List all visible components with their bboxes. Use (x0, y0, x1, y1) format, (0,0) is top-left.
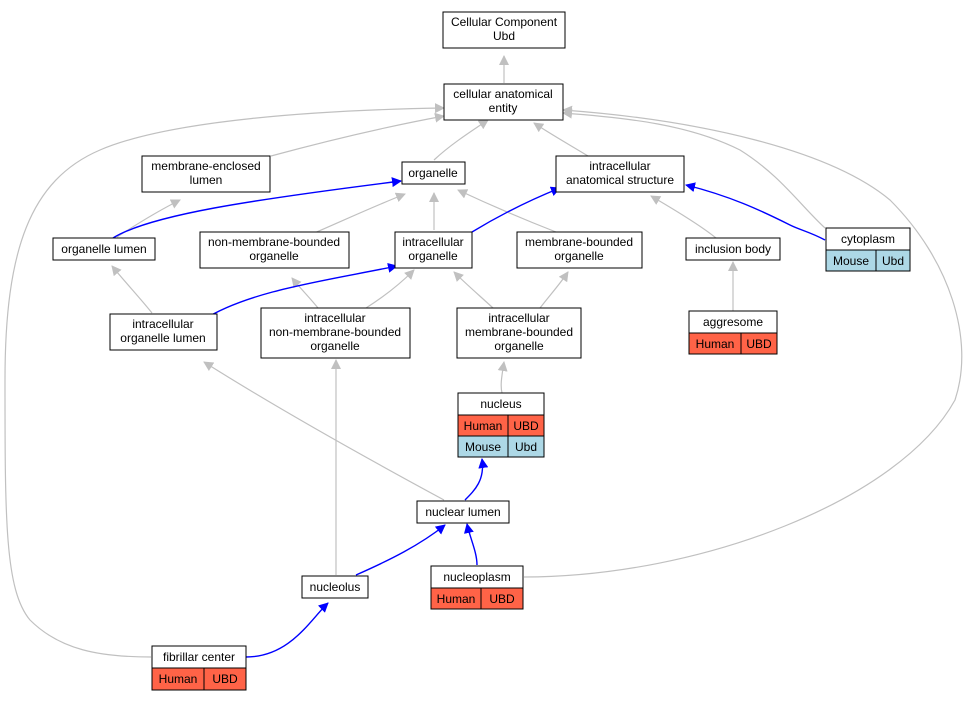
node-aggresome[interactable]: aggresome Human UBD (688, 310, 778, 355)
node-organelle-lumen[interactable]: organelle lumen (52, 237, 156, 261)
badge-gene: Ubd (882, 254, 904, 268)
node-nuclear-lumen[interactable]: nuclear lumen (416, 500, 510, 524)
edge-organelle-to-cae (433, 119, 489, 161)
node-label-line: organelle (310, 339, 360, 353)
node-nucleolus[interactable]: nucleolus (301, 575, 369, 599)
badge-species: Human (437, 592, 476, 606)
node-label-line: inclusion body (695, 242, 771, 256)
edges-default (4, 55, 963, 658)
badge-gene: UBD (489, 592, 515, 606)
node-label-line: membrane-bounded (465, 325, 573, 339)
node-cellular-component[interactable]: Cellular Component Ubd (442, 11, 566, 49)
edge-iol-to-io-blue (202, 262, 398, 321)
node-label-line: intracellular (589, 159, 650, 173)
edge-cyto-to-ias-blue (685, 182, 826, 241)
edge-fc-to-nucleolus-blue (245, 602, 329, 658)
edge-nucleoplasm-to-cae (523, 105, 963, 578)
node-label-line: non-membrane-bounded (208, 235, 340, 249)
node-label-line: nucleolus (310, 580, 361, 594)
edge-nmbo-to-organelle (311, 192, 406, 235)
node-intracellular-organelle-lumen[interactable]: intracellular organelle lumen (109, 313, 218, 351)
edge-nucleoplasm-to-nl-blue (463, 523, 478, 566)
edge-mbo-to-organelle (457, 189, 557, 233)
edge-ol-to-organelle-blue (112, 177, 402, 239)
node-label-line: Ubd (493, 29, 515, 43)
badge-species: Human (464, 419, 503, 433)
node-label-line: non-membrane-bounded (269, 325, 401, 339)
badge-human: Human UBD (457, 414, 545, 437)
node-cellular-anatomical-entity[interactable]: cellular anatomical entity (443, 83, 564, 121)
node-label-line: organelle lumen (61, 242, 146, 256)
node-label-line: cellular anatomical (453, 87, 552, 101)
badge-human: Human UBD (688, 332, 778, 355)
edge-inmbo-to-nmbo (291, 277, 319, 309)
node-label-line: organelle (249, 249, 299, 263)
badge-mouse: Mouse Ubd (825, 249, 911, 272)
edge-iol-to-ol (111, 265, 153, 314)
node-label-line: nucleus (480, 397, 521, 411)
node-label-line: nuclear lumen (425, 505, 500, 519)
badge-gene: UBD (212, 672, 238, 686)
badge-human: Human UBD (430, 587, 524, 610)
edge-ib-to-ias (650, 195, 717, 239)
edge-inmbo-to-io (365, 269, 415, 309)
edges-highlighted (112, 177, 826, 658)
node-label-line: organelle (554, 249, 604, 263)
node-cytoplasm[interactable]: cytoplasm Mouse Ubd (825, 227, 911, 272)
node-label-line: membrane-bounded (525, 235, 633, 249)
node-label-line: organelle (408, 166, 458, 180)
node-intracellular-non-membrane-bounded-organelle[interactable]: intracellular non-membrane-bounded organ… (260, 307, 411, 359)
badge-gene: UBD (746, 337, 772, 351)
node-inclusion-body[interactable]: inclusion body (685, 237, 781, 261)
node-label-line: intracellular (304, 311, 365, 325)
node-intracellular-anatomical-structure[interactable]: intracellular anatomical structure (555, 155, 685, 193)
badge-species: Human (159, 672, 198, 686)
badge-species: Mouse (833, 254, 869, 268)
edge-cyto-to-cae (562, 108, 826, 229)
edge-nl-to-nucleus-blue (464, 458, 489, 501)
node-organelle[interactable]: organelle (401, 161, 466, 185)
node-label-line: intracellular (132, 317, 193, 331)
badge-species: Mouse (465, 440, 501, 454)
edge-nucleus-to-imbo (497, 361, 508, 394)
node-label-line: organelle lumen (120, 331, 205, 345)
node-label-line: membrane-enclosed (151, 159, 260, 173)
node-label-line: Cellular Component (451, 15, 558, 29)
node-label-line: lumen (190, 173, 223, 187)
edge-nl-to-iol (203, 361, 445, 501)
edge-imbo-to-mbo (539, 271, 569, 309)
node-label-line: fibrillar center (163, 650, 235, 664)
edge-fc-to-cae (4, 103, 445, 658)
node-fibrillar-center[interactable]: fibrillar center Human UBD (151, 645, 247, 691)
node-nucleus[interactable]: nucleus Human UBD Mouse Ubd (457, 392, 545, 458)
node-membrane-bounded-organelle[interactable]: membrane-bounded organelle (516, 231, 643, 269)
edge-imbo-to-io (453, 271, 494, 309)
node-intracellular-organelle[interactable]: intracellular organelle (394, 231, 473, 269)
edge-mel-to-cae (270, 112, 445, 157)
node-label-line: intracellular (488, 311, 549, 325)
badge-gene: Ubd (515, 440, 537, 454)
edge-io-to-ias-blue (471, 186, 561, 233)
edge-ias-to-cae (533, 122, 589, 157)
node-non-membrane-bounded-organelle[interactable]: non-membrane-bounded organelle (199, 231, 350, 269)
node-label-line: aggresome (703, 315, 763, 329)
node-label-line: entity (489, 101, 518, 115)
badge-gene: UBD (513, 419, 539, 433)
node-label-line: cytoplasm (841, 232, 895, 246)
node-label-line: anatomical structure (566, 173, 674, 187)
badge-mouse: Mouse Ubd (457, 435, 545, 458)
badge-human: Human UBD (151, 667, 247, 691)
node-label-line: organelle (494, 339, 544, 353)
badge-species: Human (696, 337, 735, 351)
edge-nucleolus-to-nl-blue (355, 524, 446, 576)
node-nucleoplasm[interactable]: nucleoplasm Human UBD (430, 565, 524, 610)
node-intracellular-membrane-bounded-organelle[interactable]: intracellular membrane-bounded organelle (456, 307, 582, 359)
node-label-line: nucleoplasm (443, 570, 510, 584)
node-membrane-enclosed-lumen[interactable]: membrane-enclosed lumen (141, 155, 271, 193)
node-label-line: intracellular (402, 235, 463, 249)
node-label-line: organelle (408, 249, 458, 263)
nodes: Cellular Component Ubd cellular anatomic… (52, 11, 911, 691)
